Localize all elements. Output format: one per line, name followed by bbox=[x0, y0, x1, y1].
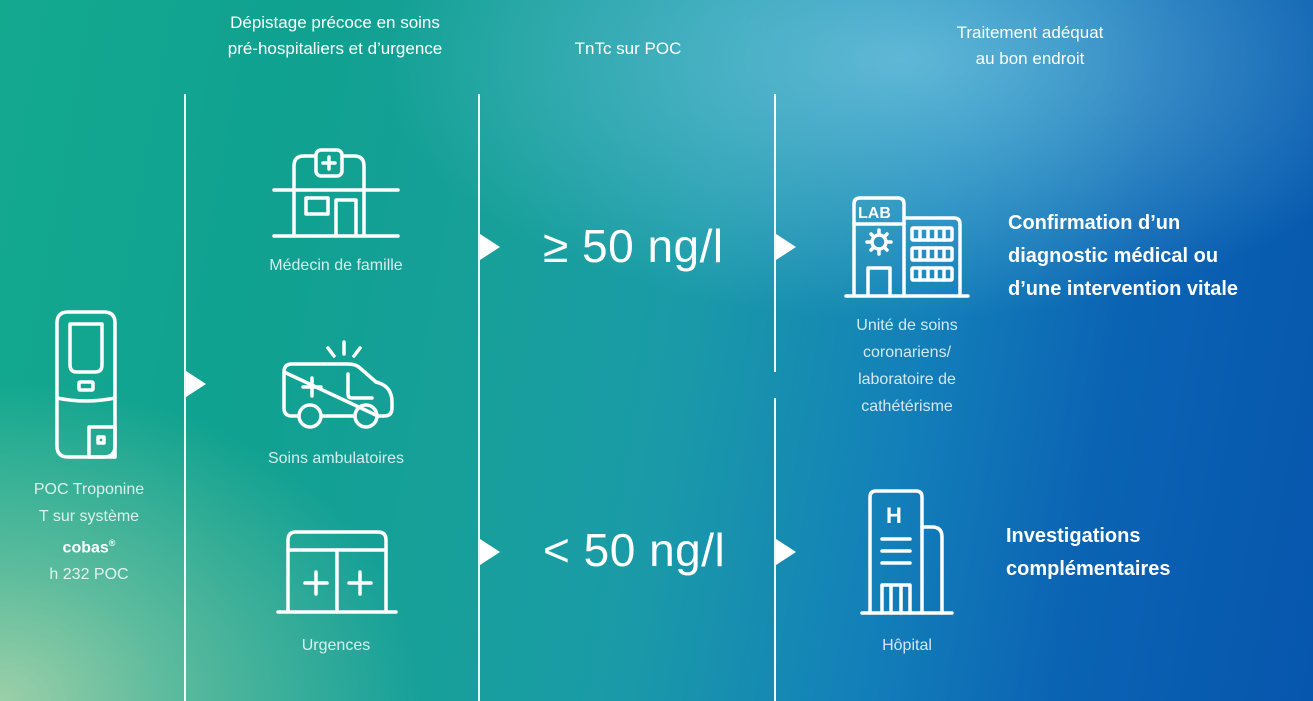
header-screening-line-1: Dépistage précoce en soins bbox=[230, 13, 440, 32]
setting-label-ambulatory: Soins ambulatoires bbox=[267, 450, 405, 467]
outcome-high-line-3: d’une intervention vitale bbox=[1008, 278, 1239, 300]
destination-label-lab: Unité de soins coronariens/ laboratoire … bbox=[812, 312, 1002, 420]
device-model: h 232 POC bbox=[49, 566, 129, 584]
outcome-low-line-1: Investigations bbox=[1006, 525, 1141, 547]
outcome-high: Confirmation d’un diagnostic médical ou … bbox=[1008, 207, 1308, 306]
hospital-icon: H bbox=[860, 489, 954, 615]
clinic-icon bbox=[272, 148, 400, 238]
outcome-low: Investigations complémentaires bbox=[1006, 520, 1306, 586]
divider-line-3-top bbox=[774, 94, 776, 372]
divider-line-1 bbox=[184, 94, 186, 701]
destination-lab-line-3: laboratoire de bbox=[858, 371, 956, 388]
header-tntc: TnTc sur POC bbox=[574, 39, 682, 58]
divider-line-3-bottom bbox=[774, 398, 776, 701]
setting-label-family-doctor: Médecin de famille bbox=[269, 257, 403, 274]
lab-icon-text: LAB bbox=[858, 205, 891, 222]
device-label: POC Troponine T sur système cobas® h 232… bbox=[10, 476, 168, 588]
arrow-settings-to-low bbox=[480, 539, 500, 565]
destination-lab-line-1: Unité de soins bbox=[856, 317, 958, 334]
outcome-high-line-1: Confirmation d’un bbox=[1008, 212, 1181, 234]
outcome-low-line-2: complémentaires bbox=[1006, 558, 1171, 580]
header-screening: Dépistage précoce en soins pré-hospitali… bbox=[190, 10, 480, 62]
emergency-doors-icon bbox=[276, 530, 398, 614]
arrow-low-to-hospital bbox=[776, 539, 796, 565]
poc-device-icon bbox=[55, 310, 117, 459]
setting-label-emergency: Urgences bbox=[301, 637, 371, 654]
destination-label-hospital: Hôpital bbox=[882, 637, 932, 654]
header-treatment-line-1: Traitement adéquat bbox=[956, 23, 1104, 42]
device-label-line-2: T sur système bbox=[38, 508, 140, 525]
outcome-high-line-2: diagnostic médical ou bbox=[1008, 245, 1219, 267]
divider-line-2 bbox=[478, 94, 480, 701]
device-brand: cobas® bbox=[10, 530, 168, 561]
lab-building-icon: LAB bbox=[844, 196, 970, 298]
hospital-icon-text: H bbox=[886, 503, 902, 528]
arrow-high-to-lab bbox=[776, 234, 796, 260]
arrow-device-to-settings bbox=[186, 371, 206, 397]
threshold-high: ≥ 50 ng/l bbox=[543, 220, 724, 272]
device-brand-mark: ® bbox=[108, 538, 116, 548]
header-treatment-line-2: au bon endroit bbox=[975, 49, 1085, 68]
device-brand-name: cobas bbox=[62, 539, 109, 557]
header-treatment: Traitement adéquat au bon endroit bbox=[905, 20, 1155, 72]
destination-lab-line-4: cathétérisme bbox=[861, 398, 953, 415]
threshold-low: < 50 ng/l bbox=[543, 524, 726, 576]
device-label-line-1: POC Troponine bbox=[33, 481, 145, 498]
destination-lab-line-2: coronariens/ bbox=[862, 344, 952, 361]
arrow-settings-to-high bbox=[480, 234, 500, 260]
header-screening-line-2: pré-hospitaliers et d’urgence bbox=[227, 39, 443, 58]
ambulance-icon bbox=[282, 340, 394, 429]
